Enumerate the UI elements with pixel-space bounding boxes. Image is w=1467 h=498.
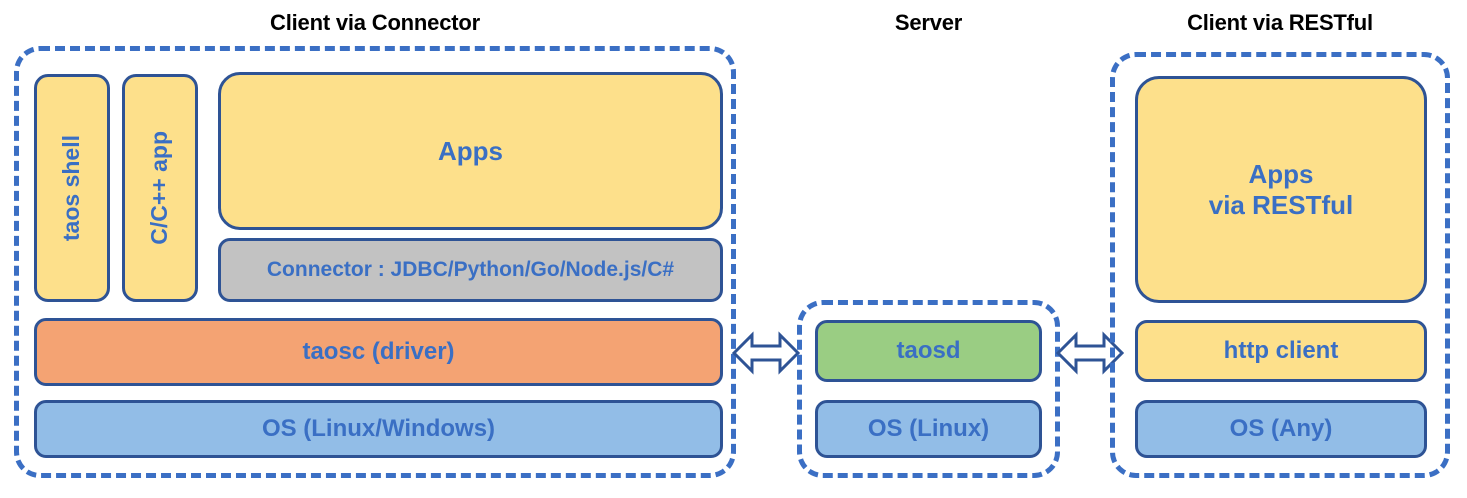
box-apps-connector[interactable]: Apps [218, 72, 723, 230]
box-http-client[interactable]: http client [1135, 320, 1427, 382]
box-taosc-driver[interactable]: taosc (driver) [34, 318, 723, 386]
box-http-client-label: http client [1223, 336, 1339, 364]
box-os-any[interactable]: OS (Any) [1135, 400, 1427, 458]
box-taos-shell[interactable]: taos shell [34, 74, 110, 302]
group-client-via-connector [14, 46, 736, 478]
box-connector-label: Connector : JDBC/Python/Go/Node.js/C# [266, 257, 675, 281]
bidirectional-arrow-right [1055, 328, 1125, 378]
box-taosd[interactable]: taosd [815, 320, 1042, 382]
section-title-client-restful: Client via RESTful [1187, 10, 1373, 35]
section-title-client-connector: Client via Connector [270, 10, 480, 35]
box-os-linux[interactable]: OS (Linux) [815, 400, 1042, 458]
box-c-cpp-app-label: C/C++ app [146, 131, 173, 245]
box-os-linux-label: OS (Linux) [867, 414, 990, 442]
box-os-any-label: OS (Any) [1229, 414, 1333, 442]
box-taosd-label: taosd [896, 336, 961, 364]
box-taosc-driver-label: taosc (driver) [302, 337, 455, 365]
box-connector[interactable]: Connector : JDBC/Python/Go/Node.js/C# [218, 238, 723, 302]
box-apps-restful-label-line2: via RESTful [1208, 189, 1354, 220]
group-server [797, 300, 1060, 478]
box-os-linux-windows[interactable]: OS (Linux/Windows) [34, 400, 723, 458]
box-apps-connector-label: Apps [438, 135, 503, 166]
bidirectional-arrow-left [731, 328, 801, 378]
group-client-via-restful [1110, 52, 1450, 478]
box-os-linux-windows-label: OS (Linux/Windows) [261, 414, 496, 442]
section-title-server: Server [894, 10, 963, 35]
box-apps-restful[interactable]: Apps via RESTful [1135, 76, 1427, 303]
box-apps-restful-label-line1: Apps [1248, 158, 1314, 189]
box-taos-shell-label: taos shell [58, 134, 85, 242]
box-c-cpp-app[interactable]: C/C++ app [122, 74, 198, 302]
